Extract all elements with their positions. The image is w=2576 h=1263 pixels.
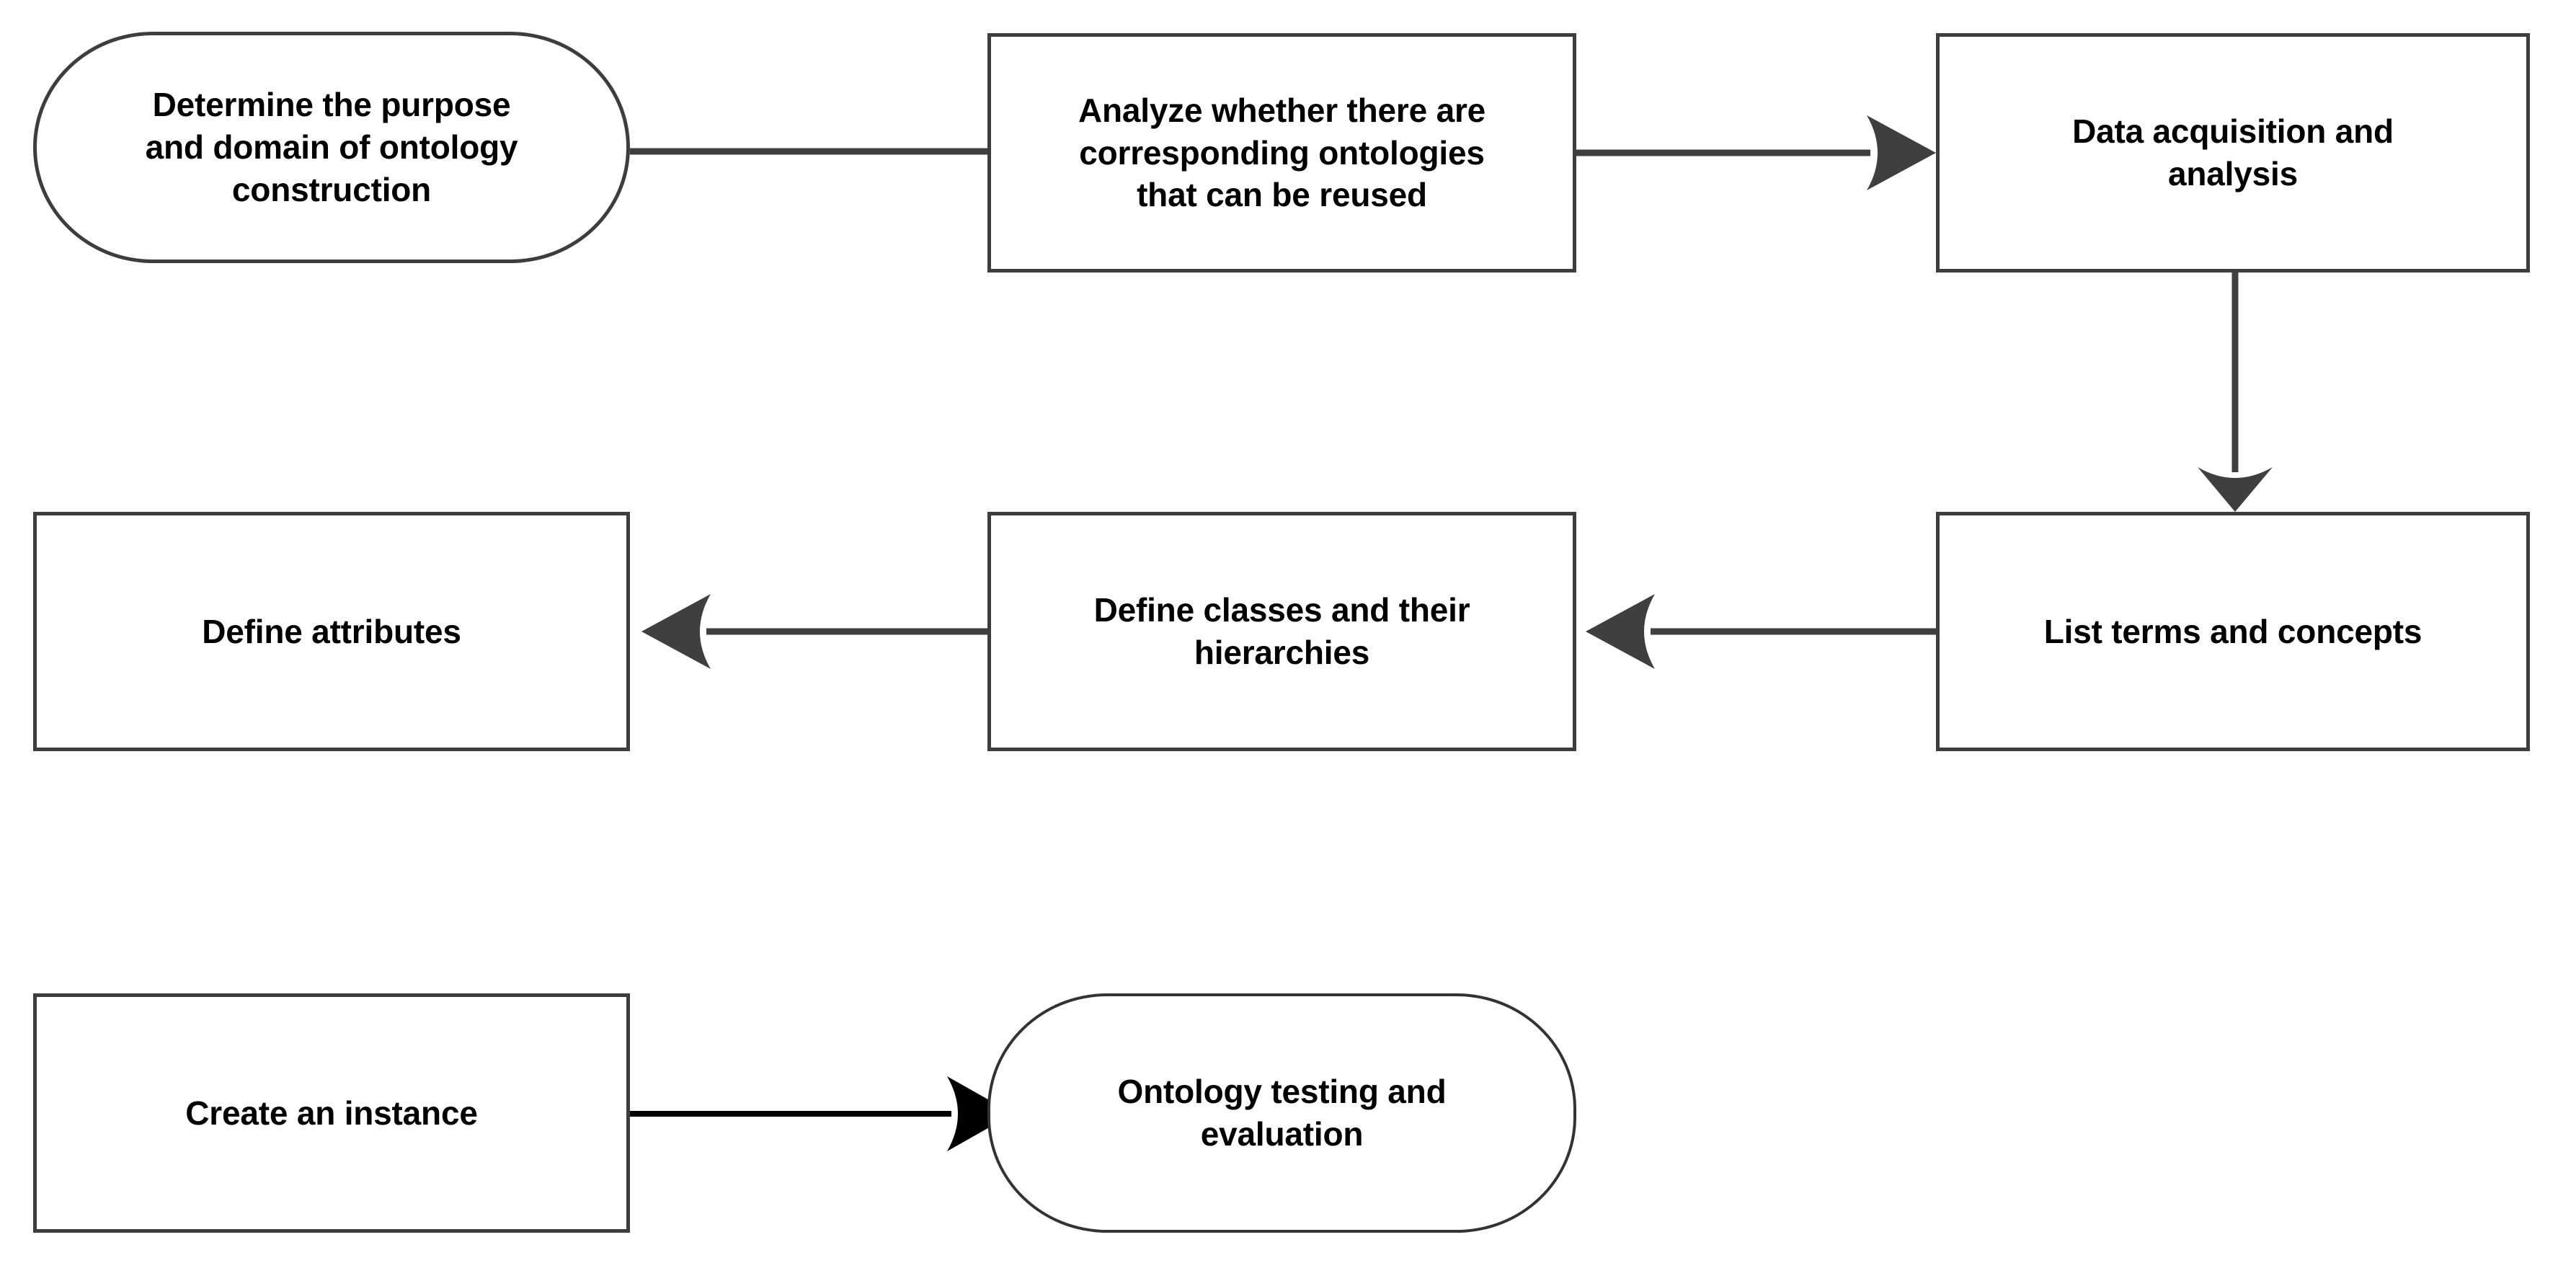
node-list-terms-concepts[interactable]: List terms and concepts bbox=[1936, 512, 2530, 751]
node-label: Analyze whether there are corresponding … bbox=[1078, 91, 1486, 214]
node-label: Create an instance bbox=[185, 1094, 478, 1132]
edge-create-instance-to-ontology-testing bbox=[630, 1076, 1013, 1151]
edge-list-terms-to-define-classes bbox=[1586, 594, 1936, 669]
node-analyze-reusable-ontologies[interactable]: Analyze whether there are corresponding … bbox=[987, 33, 1576, 272]
node-label: Define classes and their hierarchies bbox=[1093, 591, 1470, 671]
node-define-attributes[interactable]: Define attributes bbox=[33, 512, 630, 751]
node-data-acquisition-analysis[interactable]: Data acquisition and analysis bbox=[1936, 33, 2530, 272]
node-label: Ontology testing and evaluation bbox=[1117, 1073, 1447, 1153]
node-label: Data acquisition and analysis bbox=[2072, 112, 2394, 192]
node-determine-purpose[interactable]: Determine the purpose and domain of onto… bbox=[33, 32, 630, 263]
node-ontology-testing-evaluation[interactable]: Ontology testing and evaluation bbox=[987, 993, 1576, 1233]
node-label: Define attributes bbox=[202, 612, 461, 650]
node-label: Determine the purpose and domain of onto… bbox=[145, 86, 518, 208]
node-define-classes-hierarchies[interactable]: Define classes and their hierarchies bbox=[987, 512, 1576, 751]
node-label: List terms and concepts bbox=[2043, 612, 2422, 650]
edge-analyze-to-data-acquisition bbox=[1576, 115, 1936, 190]
edge-data-acquisition-to-list-terms bbox=[2198, 272, 2273, 512]
edge-define-classes-to-define-attributes bbox=[641, 594, 987, 669]
node-create-instance[interactable]: Create an instance bbox=[33, 993, 630, 1233]
